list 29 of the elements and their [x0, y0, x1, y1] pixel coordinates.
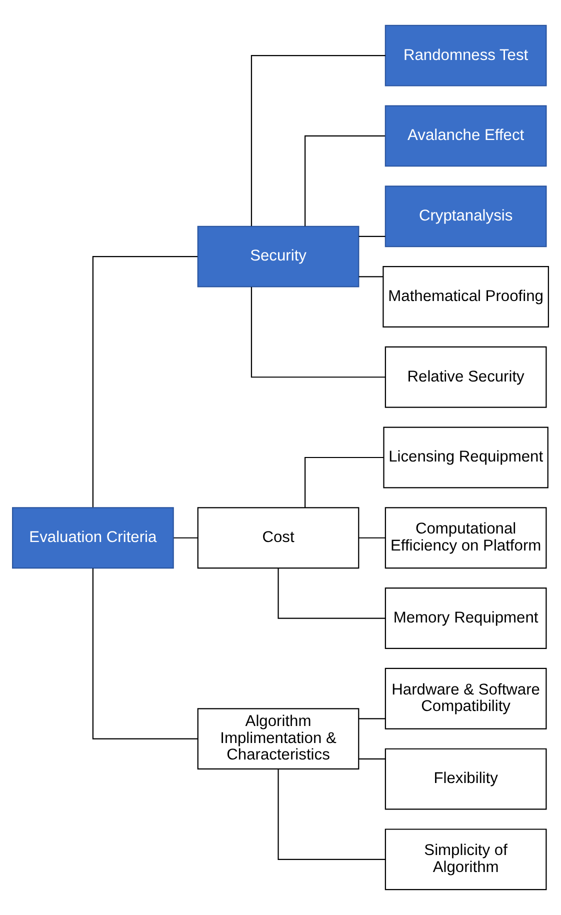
node-box: Avalanche Effect	[384, 105, 547, 167]
node-box: Simplicity of Algorithm	[384, 828, 547, 890]
connector	[304, 135, 385, 226]
connector	[250, 286, 386, 378]
node-box: Licensing Requipment	[383, 426, 548, 488]
node-box: Security	[197, 226, 360, 288]
node-box: Randomness Test	[384, 24, 547, 86]
node-box: Hardware & Software Compatibility	[384, 668, 547, 730]
node-box: Mathematical Proofing	[382, 266, 549, 328]
connector	[250, 55, 386, 226]
node-box: Evaluation Criteria	[12, 507, 174, 569]
connector	[358, 276, 384, 278]
connector	[92, 568, 198, 740]
node-box: Flexibility	[384, 748, 547, 810]
node-box: Relative Security	[384, 346, 547, 408]
connector	[358, 236, 386, 238]
connector	[358, 758, 386, 760]
connector	[92, 256, 198, 508]
connector	[278, 568, 386, 619]
connector	[358, 537, 386, 538]
node-box: Algorithm Implimentation & Characteristics	[197, 708, 360, 770]
connector	[304, 456, 384, 508]
node-box: Cost	[197, 507, 360, 569]
node-box: Cryptanalysis	[384, 186, 547, 248]
node-box: Computational Efficiency on Platform	[384, 507, 547, 569]
connector	[358, 718, 386, 720]
connector	[174, 537, 198, 538]
connector	[278, 769, 386, 860]
node-box: Memory Requipment	[384, 588, 547, 649]
